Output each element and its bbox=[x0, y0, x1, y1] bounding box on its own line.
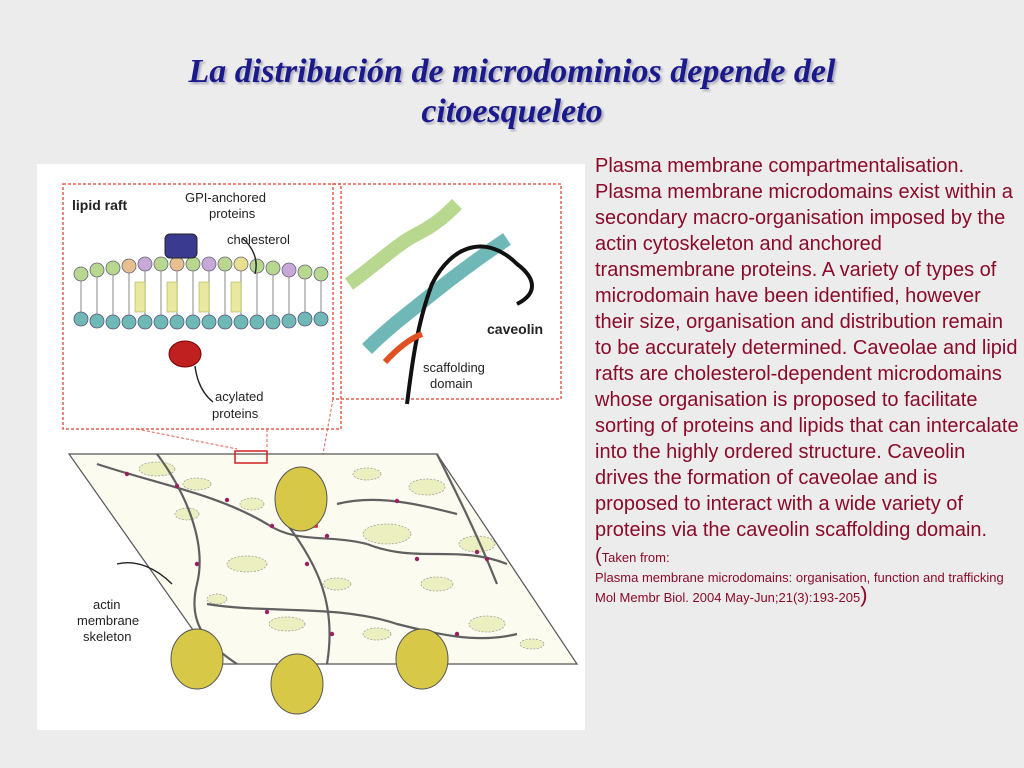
lipid-bilayer-raft bbox=[73, 233, 329, 403]
description-body: Plasma membrane microdomains exist withi… bbox=[595, 181, 1019, 567]
acylated-label-line-2: proteins bbox=[212, 406, 259, 421]
caveola-bilayer bbox=[344, 199, 534, 405]
cholesterol-pointer bbox=[241, 237, 257, 275]
microdomain-ellipses bbox=[138, 461, 545, 650]
gpi-label-line-1: GPI-anchored bbox=[185, 190, 266, 205]
membrane-diagram-svg: lipid raft GPI-anchored proteins cholest… bbox=[62, 183, 579, 715]
actin-label-line-1: actin bbox=[93, 597, 120, 612]
close-paren: ) bbox=[860, 582, 868, 607]
description-paragraph: Plasma membrane microdomains exist withi… bbox=[595, 179, 1020, 569]
membrane-figure: lipid raft GPI-anchored proteins cholest… bbox=[37, 164, 585, 730]
lipid-raft-inset bbox=[62, 183, 342, 430]
source-citation-block: Plasma membrane microdomains: organisati… bbox=[595, 569, 1020, 606]
source-title-link[interactable]: Plasma membrane microdomains: organisati… bbox=[595, 570, 1004, 585]
raft-connector bbox=[136, 428, 238, 450]
actin-label-line-2: membrane bbox=[77, 613, 139, 628]
gpi-label-line-2: proteins bbox=[209, 206, 256, 221]
lipid-raft-label: lipid raft bbox=[72, 197, 128, 213]
caveolin-label: caveolin bbox=[487, 321, 543, 337]
description-heading: Plasma membrane compartmentalisation. bbox=[595, 155, 965, 177]
scaffolding-domain-shape bbox=[382, 331, 424, 365]
caveolae-bulbs bbox=[170, 466, 449, 715]
actin-pointer bbox=[116, 562, 173, 585]
actin-label-line-3: skeleton bbox=[83, 629, 131, 644]
title-line-1: La distribución de microdominios depende… bbox=[188, 53, 836, 90]
description-text: Plasma membrane compartmentalisation. Pl… bbox=[595, 153, 1020, 606]
cholesterol-label: cholesterol bbox=[227, 232, 290, 247]
acylated-protein-shape bbox=[168, 340, 202, 368]
acylated-label-line-1: acylated bbox=[215, 389, 263, 404]
caveolin-strand bbox=[405, 244, 534, 405]
scaffolding-label-line-2: domain bbox=[430, 376, 473, 391]
acylated-pointer bbox=[194, 365, 214, 403]
source-citation: Mol Membr Biol. 2004 May-Jun;21(3):193-2… bbox=[595, 590, 861, 605]
scaffolding-label-line-1: scaffolding bbox=[423, 360, 485, 375]
slide-title: La distribución de microdominios depende… bbox=[60, 52, 964, 132]
gpi-protein-shape bbox=[164, 233, 198, 259]
title-line-2: citoesqueleto bbox=[421, 93, 603, 130]
source-intro: Taken from: bbox=[601, 550, 670, 565]
caveolin-inset bbox=[332, 183, 562, 400]
raft-highlight-box bbox=[234, 450, 268, 464]
